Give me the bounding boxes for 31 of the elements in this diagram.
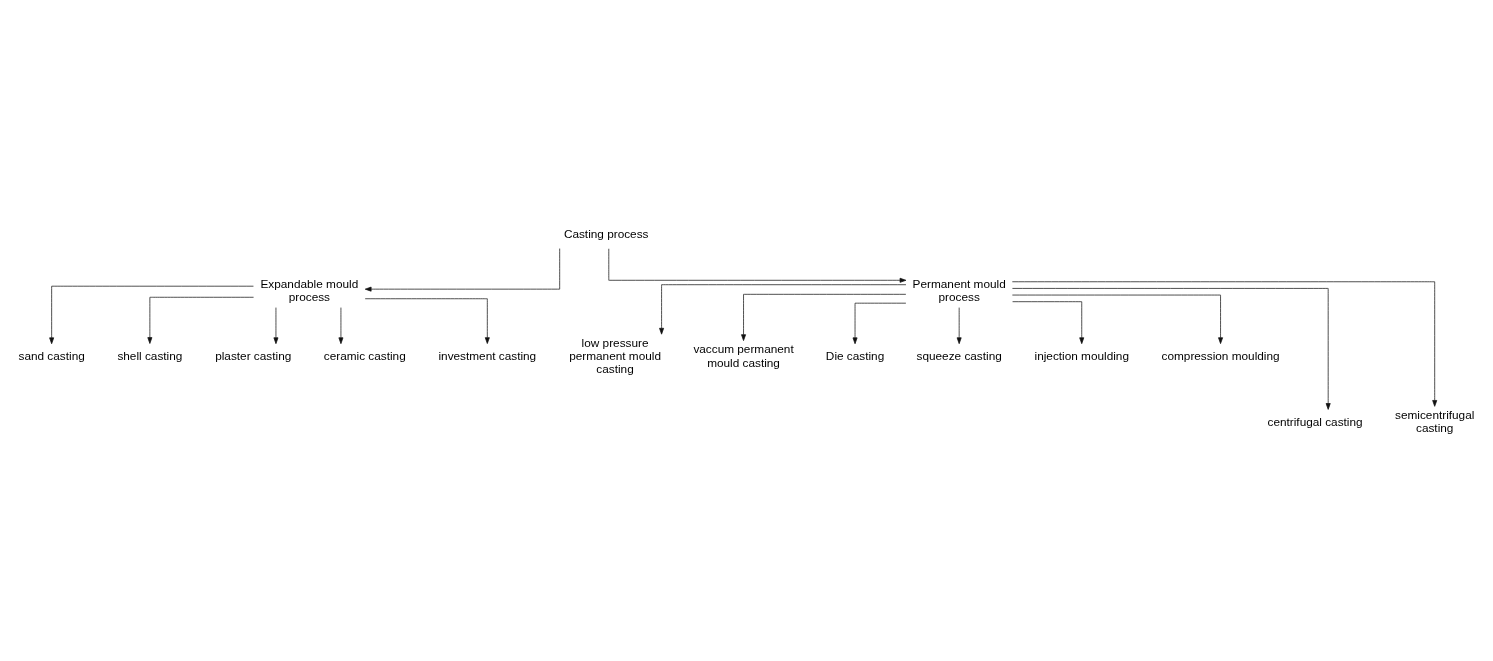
arrow — [608, 248, 907, 283]
node-text: Die casting — [825, 348, 885, 363]
arrow — [956, 307, 962, 345]
node-text: shell casting — [117, 348, 183, 363]
node-text: low pressure permanent mould casting — [569, 335, 661, 377]
node-text: investment casting — [438, 348, 537, 363]
node-text: Casting process — [563, 227, 649, 242]
arrow — [364, 248, 561, 292]
node-text: squeeze casting — [916, 348, 1002, 363]
node-text: centrifugal casting — [1267, 414, 1363, 429]
node-text: vaccum permanent mould casting — [693, 342, 794, 370]
arrow — [659, 284, 907, 335]
node-text: Expandable mould process — [260, 276, 359, 304]
node-text: Permanent mould process — [912, 276, 1006, 304]
arrow — [741, 293, 907, 341]
arrow — [147, 296, 254, 344]
arrow — [1012, 294, 1223, 344]
node-text: injection moulding — [1034, 348, 1129, 363]
node-text: sand casting — [18, 348, 85, 363]
node-text: ceramic casting — [323, 348, 406, 363]
arrow — [49, 285, 254, 345]
node-text: plaster casting — [215, 348, 292, 363]
arrow — [273, 307, 279, 345]
arrow — [338, 307, 344, 345]
arrow — [1012, 301, 1085, 345]
node-text: semicentrifugal casting — [1395, 407, 1475, 436]
arrow — [852, 302, 907, 345]
arrow — [1012, 288, 1331, 410]
node-text: compression moulding — [1161, 348, 1280, 363]
arrow — [364, 298, 490, 344]
arrow — [1011, 281, 1438, 407]
